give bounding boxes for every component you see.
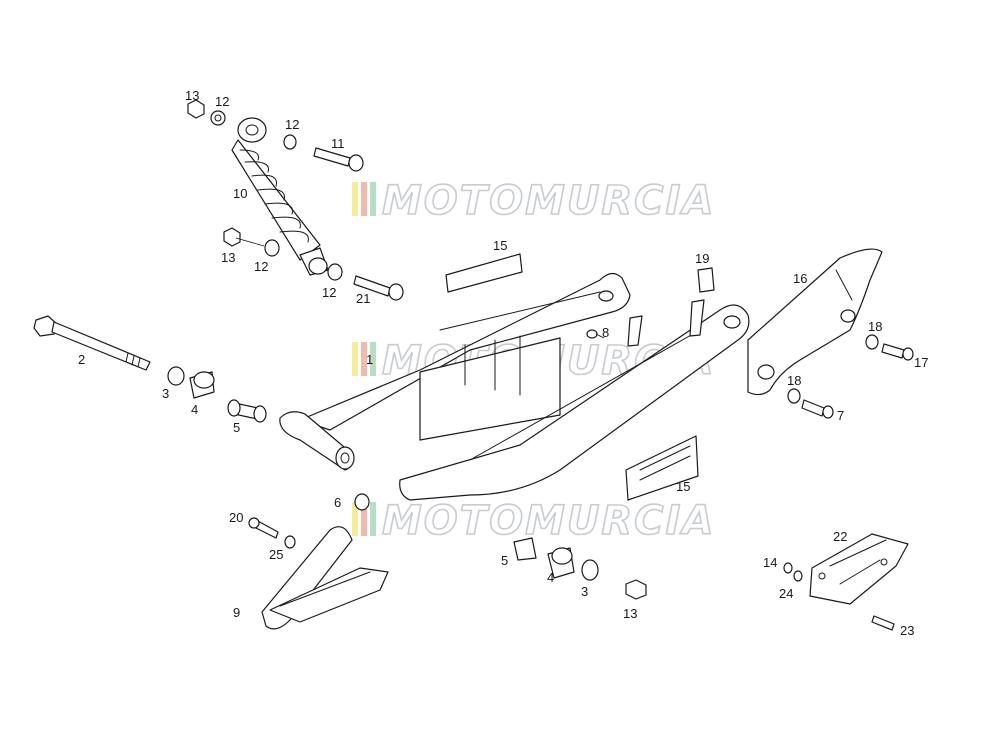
screw-23 (871, 615, 895, 631)
callout-25: 25 (269, 547, 283, 562)
watermark-text: MOTOMURCIA (382, 498, 715, 544)
nut-13-left (223, 227, 241, 247)
callout-12: 12 (254, 259, 268, 274)
callout-12: 12 (285, 117, 299, 132)
callout-2: 2 (78, 352, 85, 367)
callout-3: 3 (581, 584, 588, 599)
washer-3-right (581, 559, 599, 581)
screw-20 (248, 517, 279, 539)
washer-14 (783, 562, 793, 574)
pivot-shaft-bolt (33, 315, 151, 371)
callout-5: 5 (501, 553, 508, 568)
callout-21: 21 (356, 291, 370, 306)
washer-12-right (283, 134, 297, 150)
callout-20: 20 (229, 510, 243, 525)
chain-guide-plate (809, 533, 909, 605)
callout-3: 3 (162, 386, 169, 401)
washer-12-bottom (327, 263, 343, 281)
watermark-text: MOTOMURCIA (382, 178, 715, 224)
screw-7 (801, 399, 834, 419)
callout-12: 12 (322, 285, 336, 300)
callout-1: 1 (366, 352, 373, 367)
callout-19: 19 (695, 251, 709, 266)
decal-15-bottom (625, 435, 699, 501)
washer-18-bottom (787, 388, 801, 404)
callout-16: 16 (793, 271, 807, 286)
washer-12-left (264, 239, 280, 257)
washer-25 (284, 535, 296, 549)
callout-8: 8 (602, 325, 609, 340)
callout-labels: 1 2 3 3 4 4 5 5 6 7 8 9 10 11 12 12 12 1… (78, 88, 928, 638)
washer-24 (793, 570, 803, 582)
watermark-bottom: MOTOMURCIA (352, 497, 715, 545)
screw-17 (881, 343, 914, 361)
spacer-5-right (513, 537, 537, 561)
callout-13: 13 (221, 250, 235, 265)
pin-8 (586, 329, 598, 339)
callout-12: 12 (215, 94, 229, 109)
bushing-4-right (547, 547, 575, 579)
callout-24: 24 (779, 586, 793, 601)
chain-slider (261, 526, 389, 630)
callout-13: 13 (185, 88, 199, 103)
callout-11: 11 (331, 136, 345, 151)
washer-3-left (167, 366, 185, 386)
callout-14: 14 (763, 555, 777, 570)
bushing-4-left (189, 371, 215, 399)
callout-18: 18 (868, 319, 882, 334)
callout-10: 10 (233, 186, 247, 201)
nut-13-top (187, 99, 205, 119)
washer-18-top (865, 334, 879, 350)
shock-absorber (231, 117, 329, 276)
swingarm (279, 272, 750, 501)
callout-5: 5 (233, 420, 240, 435)
callout-13: 13 (623, 606, 637, 621)
watermark-top: MOTOMURCIA (352, 177, 715, 225)
callout-9: 9 (233, 605, 240, 620)
bolt-11 (313, 147, 364, 172)
decal-15-top (445, 253, 523, 293)
clip-19 (697, 267, 715, 293)
callout-18: 18 (787, 373, 801, 388)
chain-guard (747, 248, 883, 396)
callout-15: 15 (676, 479, 690, 494)
callout-22: 22 (833, 529, 847, 544)
callout-15: 15 (493, 238, 507, 253)
washer-12-top (210, 110, 226, 126)
leader-lines (235, 237, 605, 339)
callout-17: 17 (914, 355, 928, 370)
spacer-5-left (227, 399, 267, 423)
washer-6 (354, 493, 370, 511)
callout-7: 7 (837, 408, 844, 423)
callout-23: 23 (900, 623, 914, 638)
bolt-21 (353, 275, 404, 301)
nut-13-bottom (625, 579, 647, 600)
callout-6: 6 (334, 495, 341, 510)
callout-4: 4 (547, 570, 554, 585)
callout-4: 4 (191, 402, 198, 417)
